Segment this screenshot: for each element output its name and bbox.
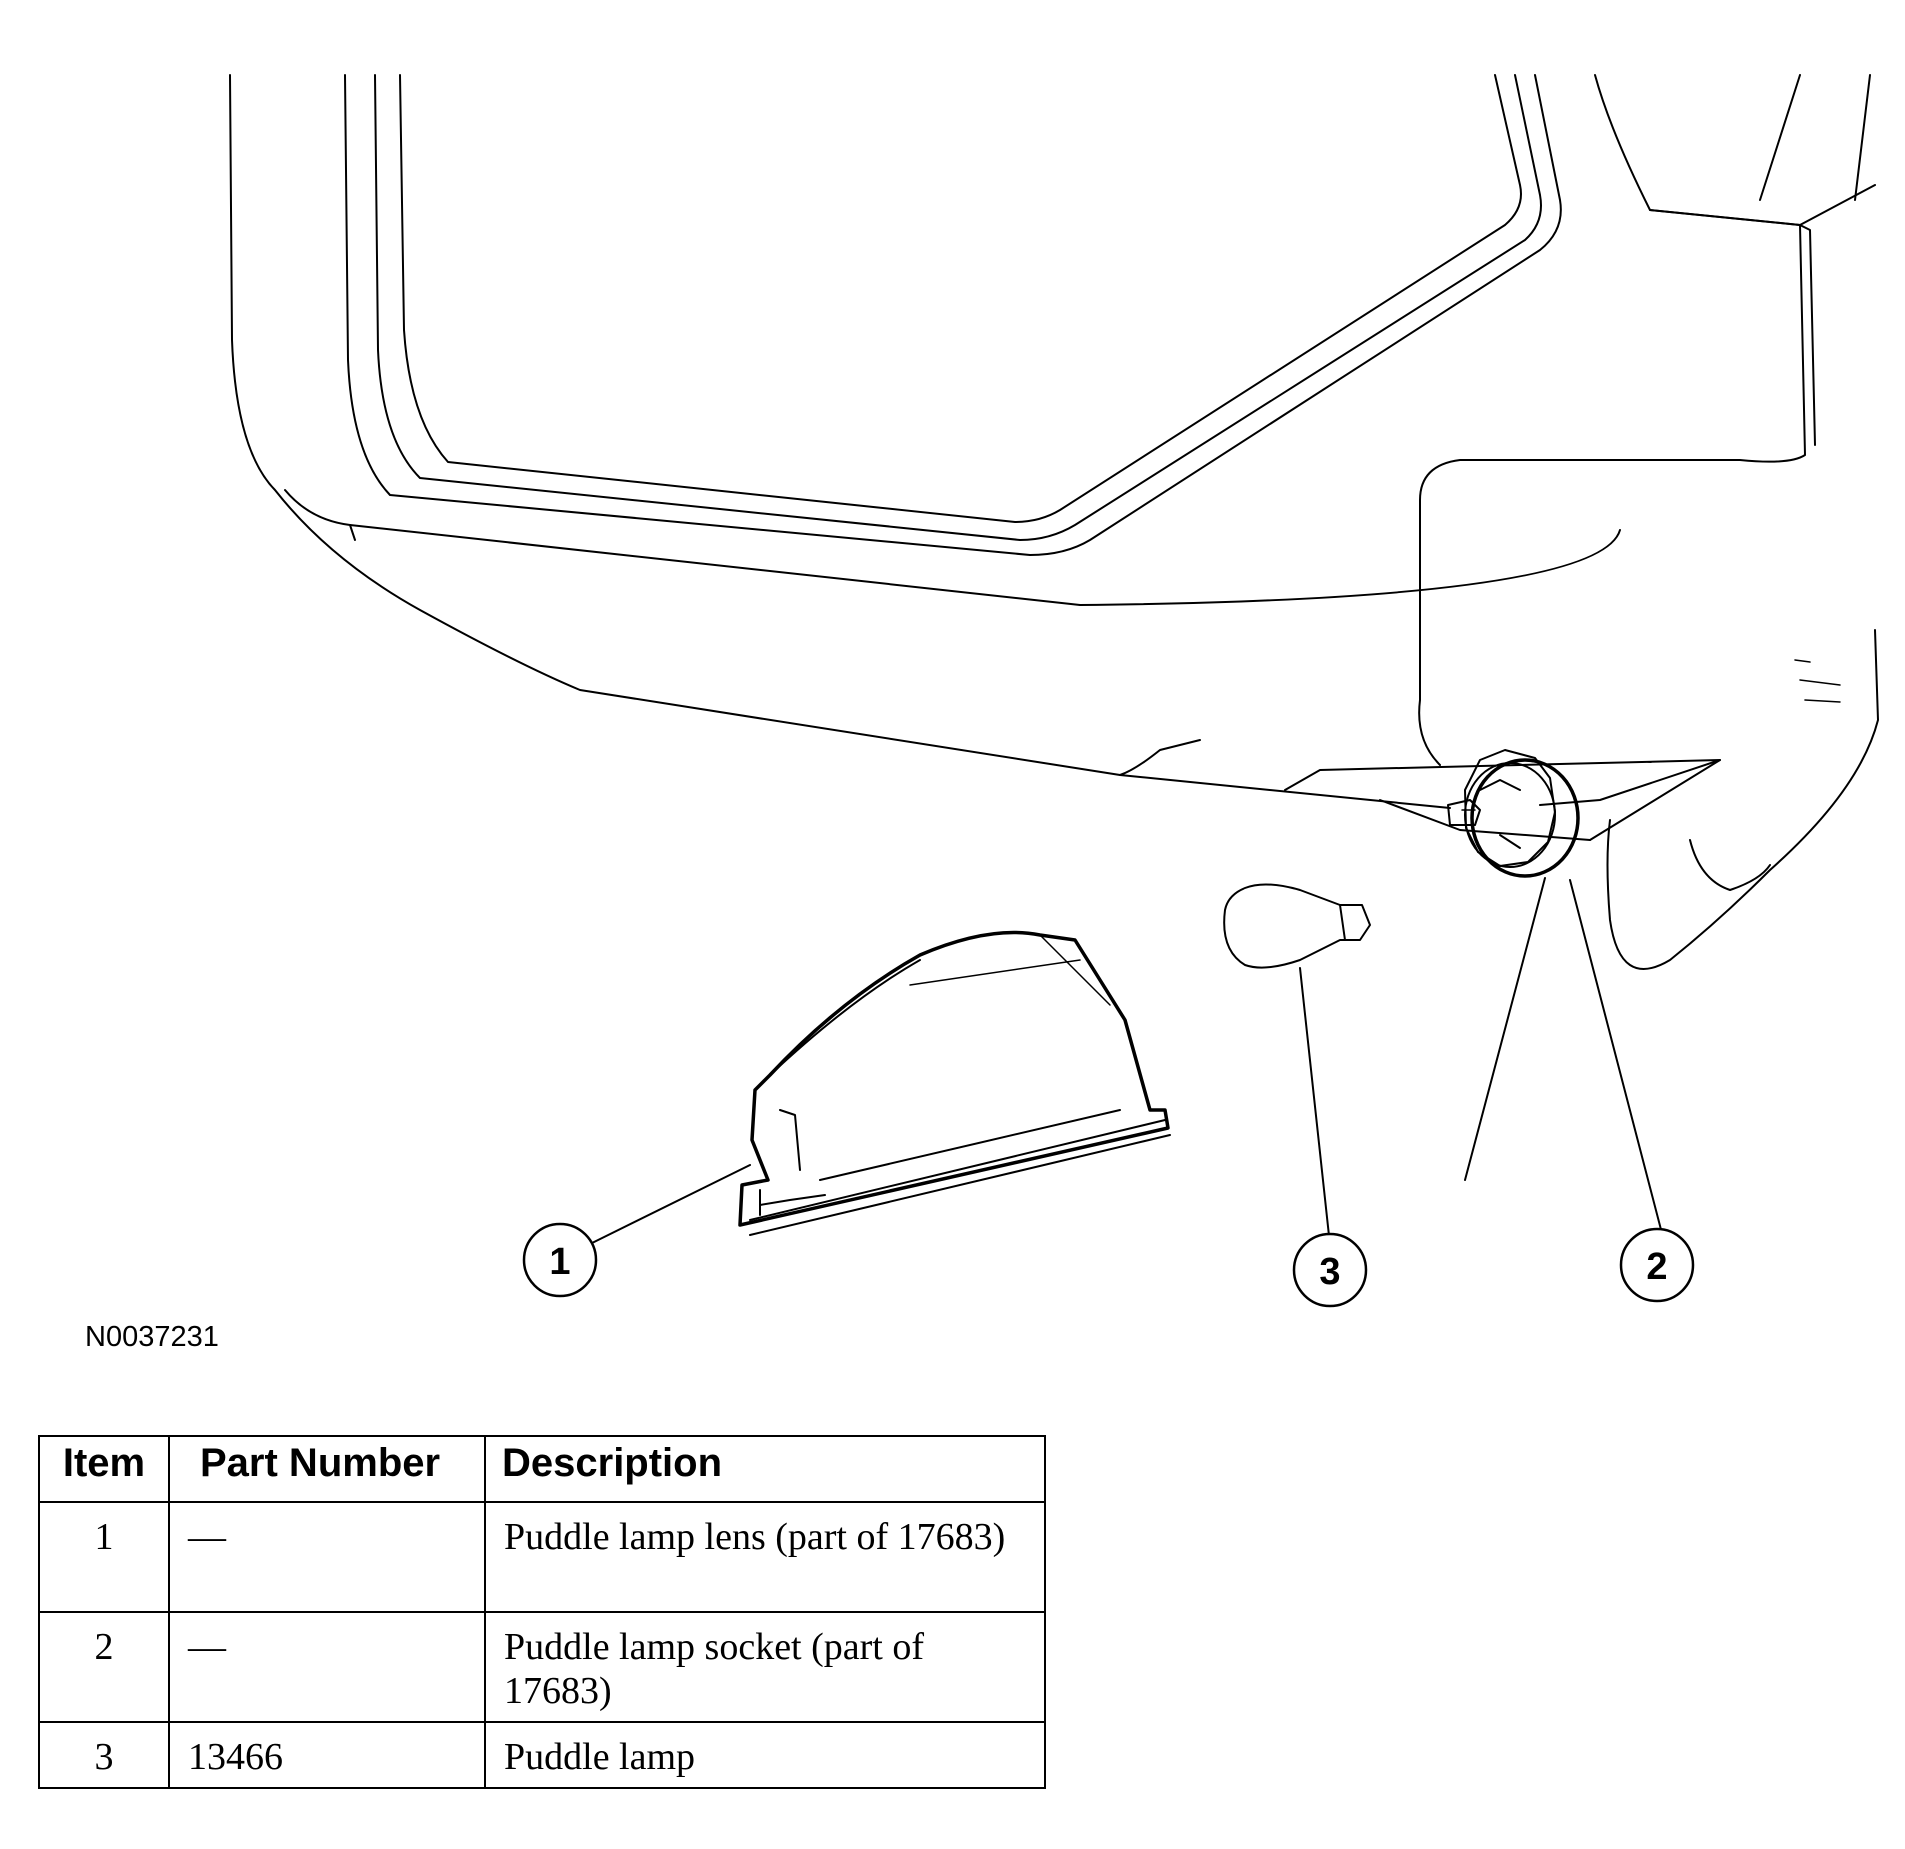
header-description: Description [484,1435,1046,1503]
puddle-lamp-lens [738,930,1171,1236]
callout-1: 1 [522,1222,598,1298]
callout-2: 2 [1619,1227,1695,1303]
puddle-lamp-bulb [1223,883,1371,969]
cell-description: Puddle lamp lens (part of 17683) [484,1501,1046,1613]
figure-id: N0037231 [85,1321,219,1353]
cell-item: 1 [38,1501,170,1613]
leader-lines [587,877,1666,1246]
header-part-number: Part Number [168,1435,486,1503]
cell-item: 3 [38,1721,170,1789]
table-row: 1 — Puddle lamp lens (part of 17683) [38,1501,1046,1613]
svg-text:3: 3 [1319,1251,1340,1293]
callout-3: 3 [1292,1232,1368,1308]
svg-text:1: 1 [549,1241,570,1283]
cell-part-number: — [168,1611,486,1723]
svg-text:2: 2 [1646,1246,1667,1288]
cell-description: Puddle lamp [484,1721,1046,1789]
table-row: 3 13466 Puddle lamp [38,1721,1046,1789]
cell-description: Puddle lamp socket (part of 17683) [484,1611,1046,1723]
header-item: Item [38,1435,170,1503]
cell-item: 2 [38,1611,170,1723]
table-row: 2 — Puddle lamp socket (part of 17683) [38,1611,1046,1723]
puddle-lamp-exploded-illustration: 1 3 2 N0037231 [85,74,1879,1353]
table-header-row: Item Part Number Description [38,1435,1046,1503]
cell-part-number: 13466 [168,1721,486,1789]
mirror-housing [229,74,1879,970]
parts-table: Item Part Number Description 1 — Puddle … [38,1435,1046,1789]
puddle-lamp-socket [1447,749,1580,878]
cell-part-number: — [168,1501,486,1613]
